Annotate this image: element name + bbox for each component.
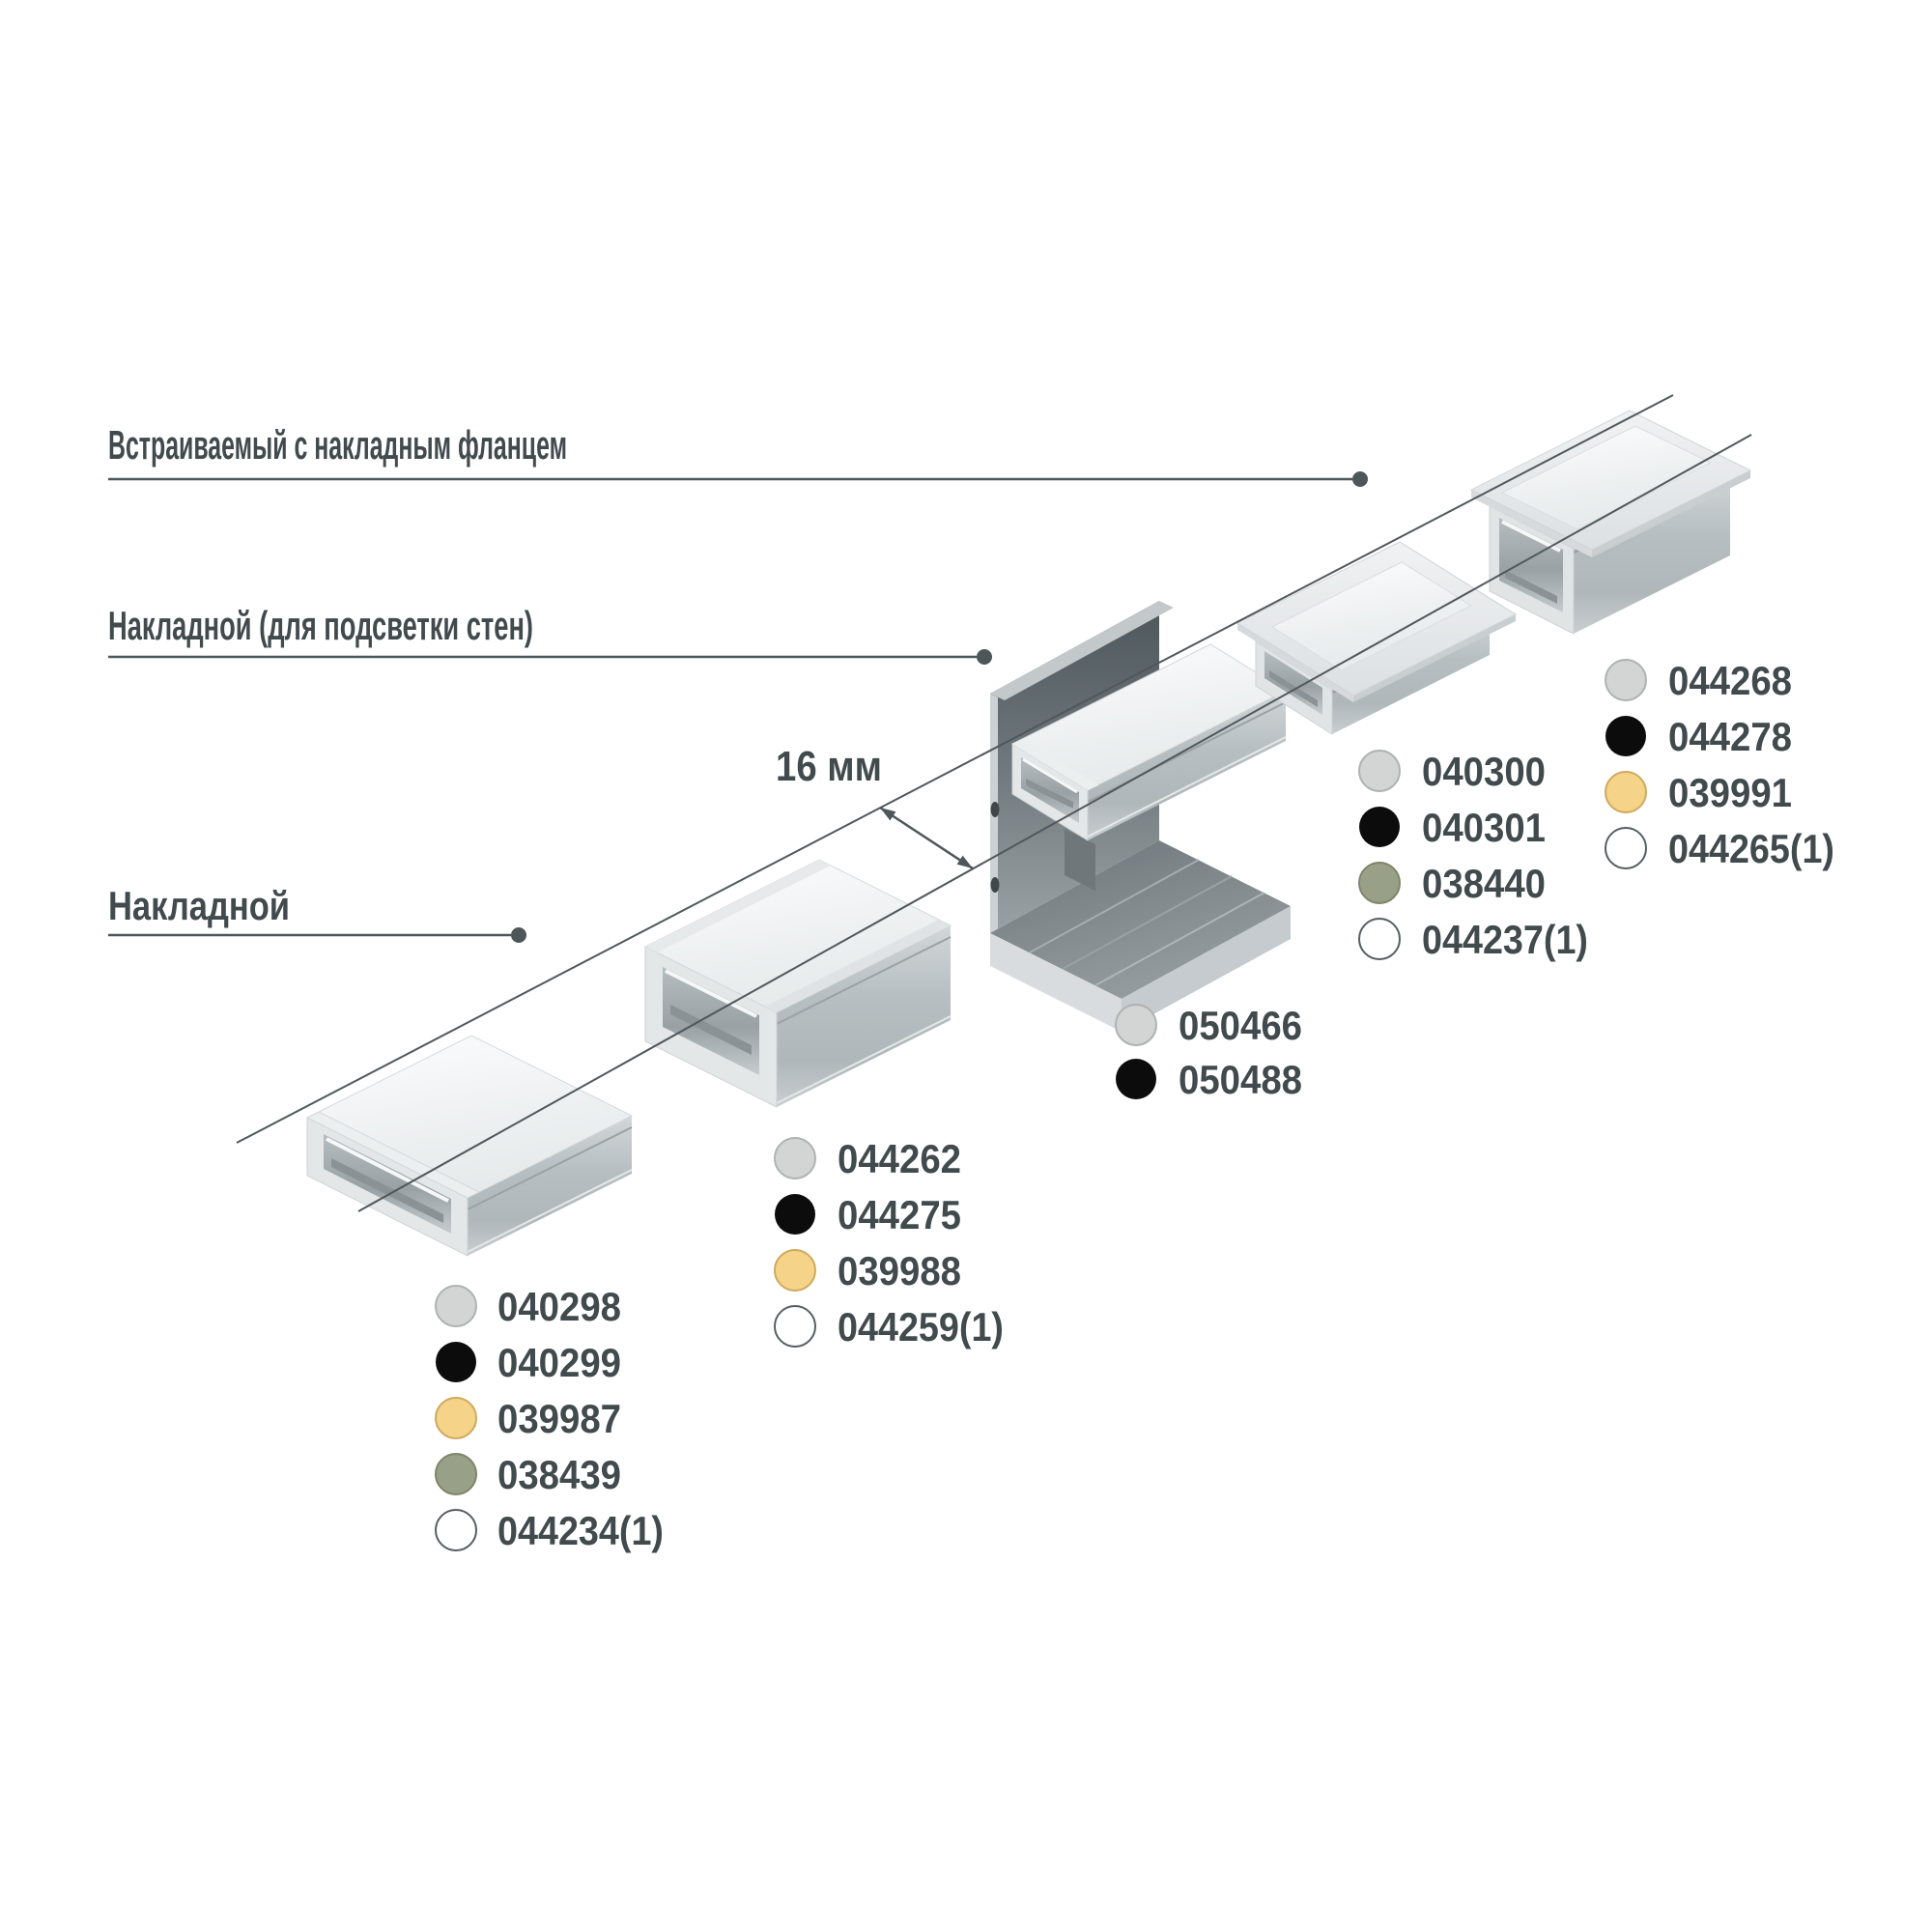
code-group-recessed-low: 040300 040301 038440 044237(1) xyxy=(1358,749,1588,962)
label-leaders xyxy=(108,471,1368,943)
profile-recessed-tall xyxy=(1469,410,1752,635)
code-group-surface-low: 040298 040299 039987 038439 044234(1) xyxy=(435,1284,664,1553)
leader-dot-recessed-flange xyxy=(1352,471,1368,487)
color-dot-black xyxy=(1359,807,1400,847)
code-group-recessed-tall: 044268 044278 039991 044265(1) xyxy=(1605,658,1834,871)
product-code: 044262 xyxy=(838,1136,961,1181)
color-dot-white xyxy=(1358,918,1401,960)
code-group-wall-mount: 050466 050488 xyxy=(1115,1003,1302,1102)
dimension-arrow xyxy=(879,806,974,870)
leader-dot-surface-wall xyxy=(977,649,992,665)
product-code: 044234(1) xyxy=(497,1508,664,1553)
color-dot-olive xyxy=(435,1453,477,1495)
color-dot-black xyxy=(1116,1059,1156,1099)
color-dot-white xyxy=(435,1509,477,1551)
color-dot-cream xyxy=(1605,771,1647,813)
product-code: 040301 xyxy=(1422,805,1546,850)
color-dot-olive xyxy=(1358,862,1401,904)
color-dot-silver xyxy=(1605,659,1647,701)
arrowhead-lower xyxy=(956,855,973,868)
product-code: 038439 xyxy=(497,1452,621,1497)
color-dot-white xyxy=(774,1305,816,1348)
arrowhead-upper xyxy=(880,808,896,821)
color-dot-silver xyxy=(1358,750,1401,792)
guide-lines xyxy=(236,394,1752,1212)
product-code: 044259(1) xyxy=(838,1304,1004,1350)
product-code: 039987 xyxy=(497,1396,621,1441)
color-dot-white xyxy=(1605,827,1647,869)
product-code: 039988 xyxy=(838,1248,961,1293)
profile-recessed-low xyxy=(1236,541,1518,735)
axis-line-lower xyxy=(357,434,1752,1212)
product-code: 044278 xyxy=(1668,714,1792,759)
axis-line-upper xyxy=(236,394,1674,1144)
leader-dot-surface xyxy=(511,927,526,943)
label-surface-wall: Накладной (для подсветки стен) xyxy=(108,603,533,648)
code-group-surface-tall: 044262 044275 039988 044259(1) xyxy=(774,1136,1004,1350)
product-code: 044275 xyxy=(838,1192,961,1237)
profile-surface-tall xyxy=(643,859,952,1108)
color-dot-black xyxy=(1605,716,1646,756)
product-code: 044268 xyxy=(1668,658,1792,703)
label-recessed-flange: Встраиваемый с накладным фланцем xyxy=(108,422,567,468)
product-code: 040299 xyxy=(497,1340,621,1385)
product-code: 050488 xyxy=(1179,1057,1302,1102)
profile-wall-mount xyxy=(990,601,1291,1032)
product-code: 040300 xyxy=(1422,749,1546,794)
label-surface: Накладной xyxy=(108,883,290,928)
label-dimension-16mm: 16 мм xyxy=(776,743,882,790)
product-code: 050466 xyxy=(1179,1003,1302,1048)
product-code: 038440 xyxy=(1422,861,1546,906)
product-code: 044237(1) xyxy=(1422,917,1588,962)
product-code: 039991 xyxy=(1668,770,1792,815)
product-code: 040298 xyxy=(497,1284,621,1329)
color-dot-black xyxy=(436,1342,476,1382)
profile-surface-low xyxy=(305,1035,634,1257)
color-dot-cream xyxy=(435,1397,477,1439)
product-code: 044265(1) xyxy=(1668,826,1834,871)
color-dot-cream xyxy=(774,1249,816,1292)
color-dot-silver xyxy=(774,1137,816,1179)
color-dot-silver xyxy=(435,1285,477,1327)
color-dot-black xyxy=(775,1194,815,1235)
product-codes: 040298 040299 039987 038439 044234(1) 04… xyxy=(435,658,1834,1553)
color-dot-silver xyxy=(1115,1004,1157,1046)
